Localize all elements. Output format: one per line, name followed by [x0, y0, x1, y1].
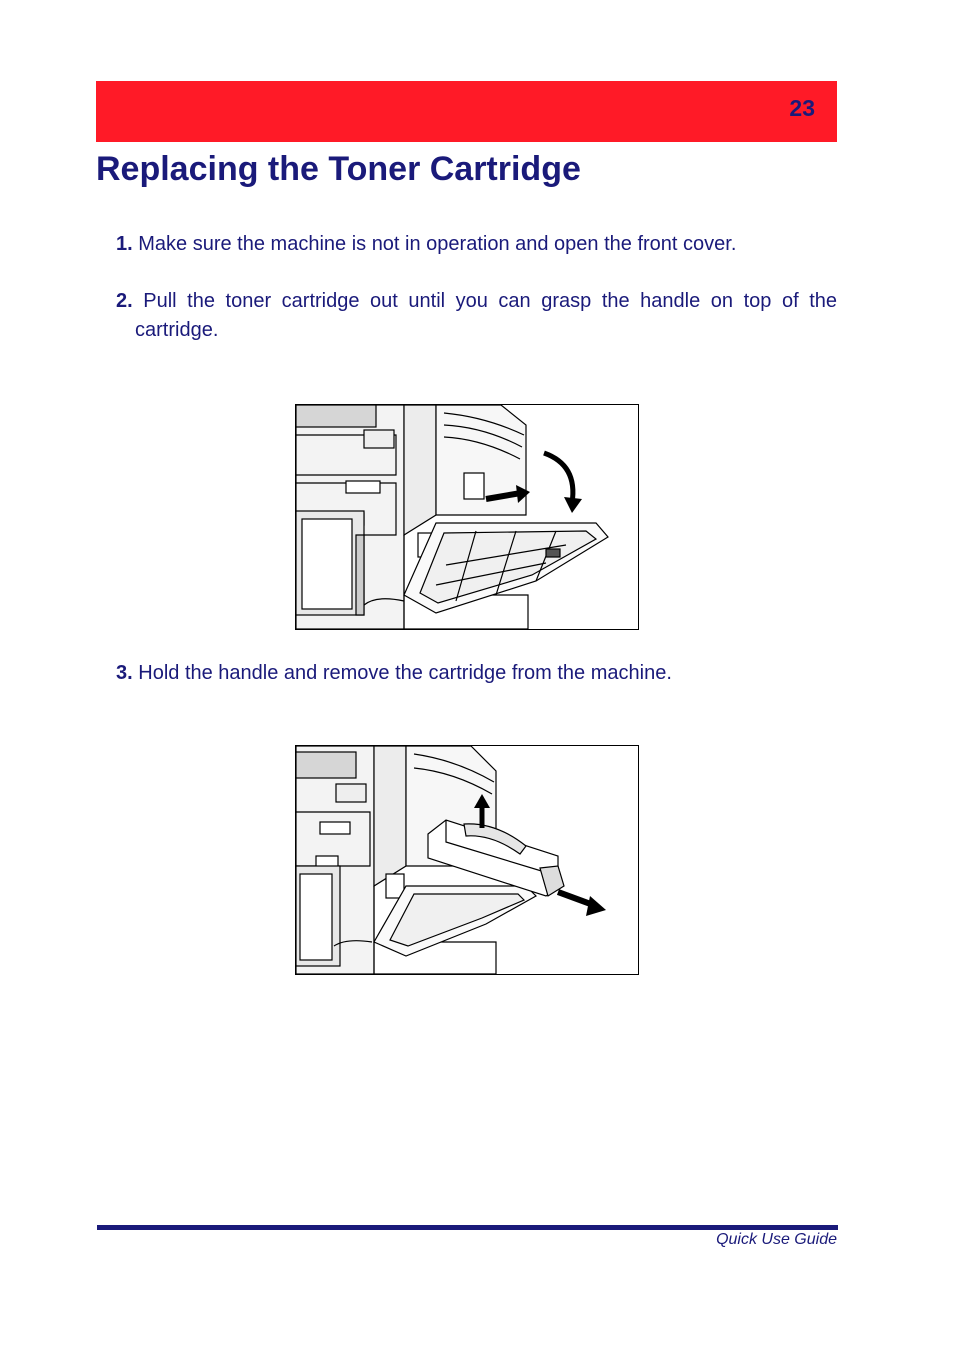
footer-text: Quick Use Guide	[716, 1231, 837, 1248]
step-2: 2. Pull the toner cartridge out until yo…	[116, 287, 837, 345]
page-title: Replacing the Toner Cartridge	[96, 150, 581, 188]
step-2-text: Pull the toner cartridge out until you c…	[135, 290, 837, 341]
footer-rule	[97, 1225, 838, 1230]
page-number: 23	[789, 95, 815, 121]
header-bar: 23	[96, 81, 837, 142]
figure-remove-cartridge	[295, 745, 639, 975]
step-1-number: 1.	[116, 233, 133, 255]
step-3-number: 3.	[116, 662, 133, 684]
step-2-number: 2.	[116, 290, 133, 312]
step-3-text: Hold the handle and remove the cartridge…	[138, 662, 672, 684]
step-3: 3. Hold the handle and remove the cartri…	[116, 659, 837, 688]
step-1-text: Make sure the machine is not in operatio…	[138, 233, 737, 255]
figure-open-front-cover	[295, 404, 639, 630]
step-1: 1. Make sure the machine is not in opera…	[116, 230, 837, 259]
